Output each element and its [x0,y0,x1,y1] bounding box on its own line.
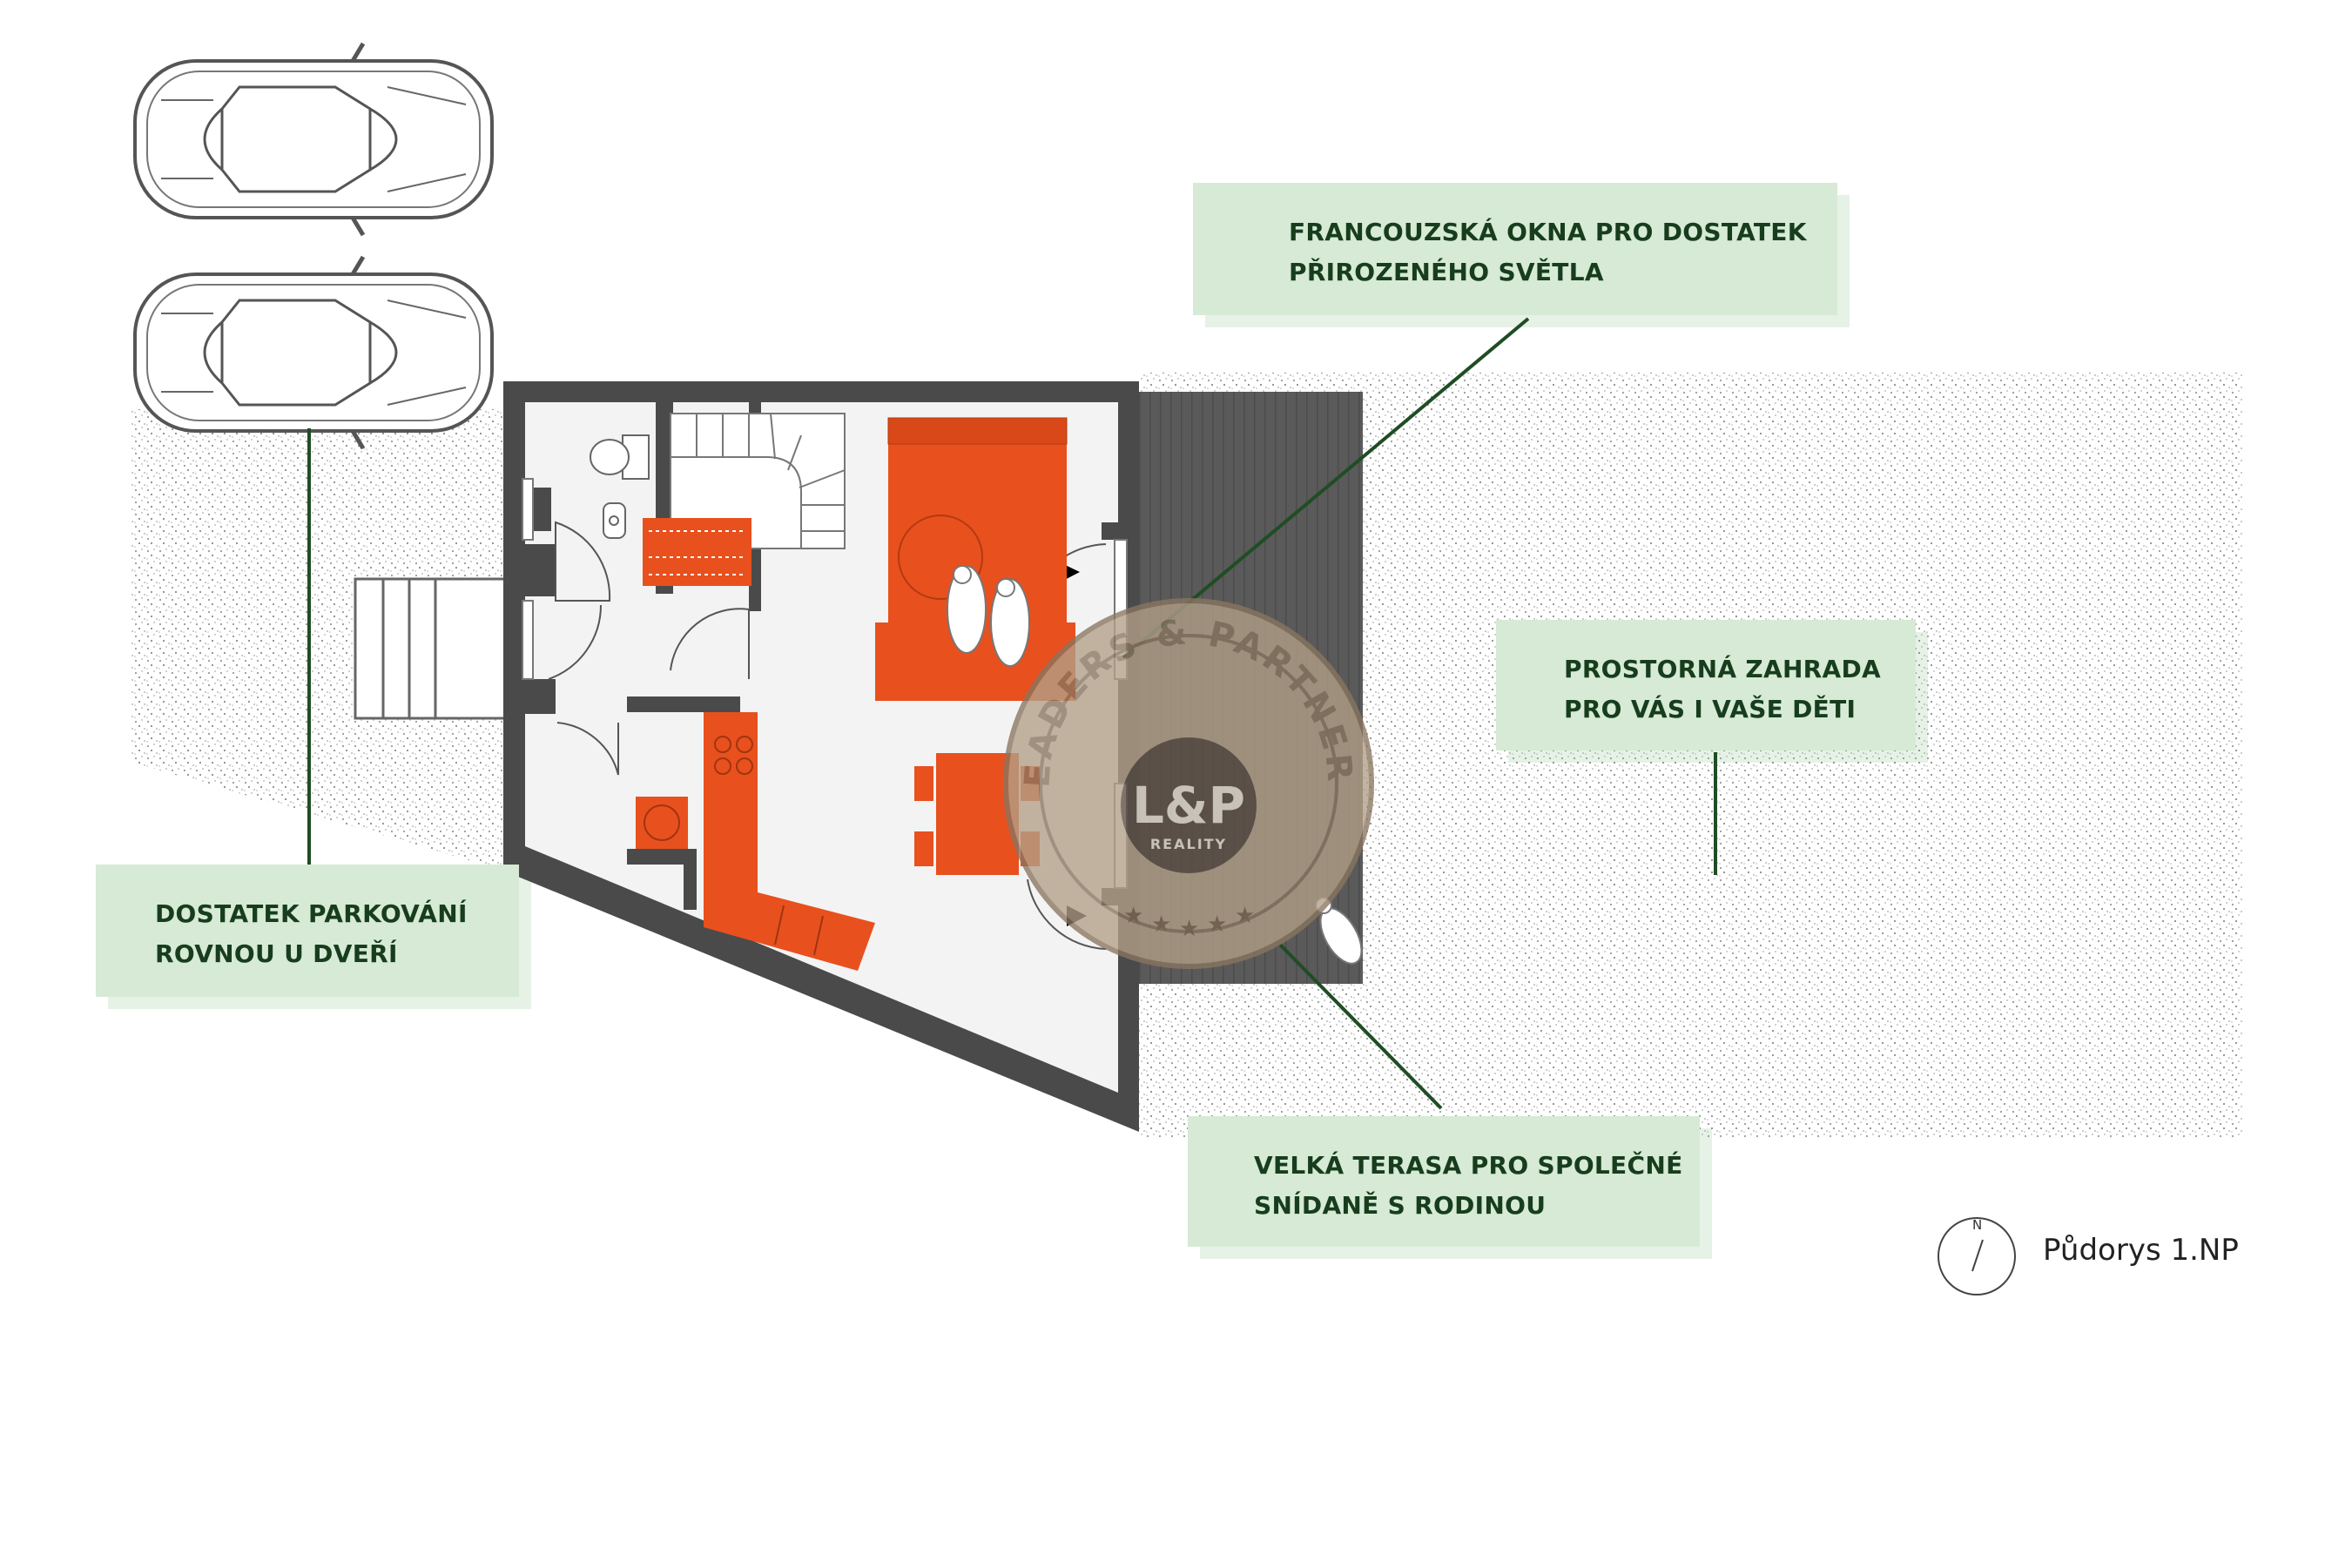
compass-icon [1938,1217,2016,1295]
callout-line: SNÍDANĚ S RODINOU [1254,1191,1547,1220]
callout-line: PRO VÁS I VAŠE DĚTI [1564,695,1857,723]
north-letter: N [1972,1217,1983,1233]
callout-french-windows: FRANCOUZSKÁ OKNA PRO DOSTATEK PŘIROZENÉH… [1193,183,1850,327]
kitchen-unit-icon [704,712,875,971]
utility-appliance [636,797,688,849]
svg-text:★: ★ [1235,903,1255,929]
west-windows [522,478,534,680]
entrance-steps [354,577,509,720]
callout-line: ROVNOU U DVEŘÍ [155,939,398,968]
svg-text:★: ★ [1123,903,1143,929]
watermark-sub: REALITY [1150,836,1227,852]
callout-line: FRANCOUZSKÁ OKNA PRO DOSTATEK [1289,218,1807,246]
storage-cabinet [643,518,751,586]
svg-text:★: ★ [1179,916,1199,942]
callout-line: PŘIROZENÉHO SVĚTLA [1289,258,1604,286]
callout-garden: PROSTORNÁ ZAHRADA PRO VÁS I VAŠE DĚTI [1496,620,1928,763]
sink-icon [603,502,626,539]
plan-title: Půdorys 1.NP [2043,1233,2239,1268]
callout-line: DOSTATEK PARKOVÁNÍ [155,899,468,928]
front-lawn [131,409,505,871]
callout-line: VELKÁ TERASA PRO SPOLEČNÉ [1254,1151,1683,1180]
toilet-icon [590,434,650,480]
sofa-icon [875,417,1075,701]
callout-parking: DOSTATEK PARKOVÁNÍ ROVNOU U DVEŘÍ [96,865,531,1009]
people-icon [947,565,1030,667]
leader-lines [307,317,1717,1110]
car-icon [135,44,492,235]
svg-text:★: ★ [1207,912,1227,938]
car-icon [135,257,492,448]
svg-text:★: ★ [1151,912,1171,938]
callout-line: PROSTORNÁ ZAHRADA [1564,655,1882,683]
watermark-logo: L&P [1132,776,1245,835]
callout-terrace: VELKÁ TERASA PRO SPOLEČNÉ SNÍDANĚ S RODI… [1188,1116,1712,1259]
stars-icon: ★ ★ ★ ★ ★ [1123,903,1255,942]
